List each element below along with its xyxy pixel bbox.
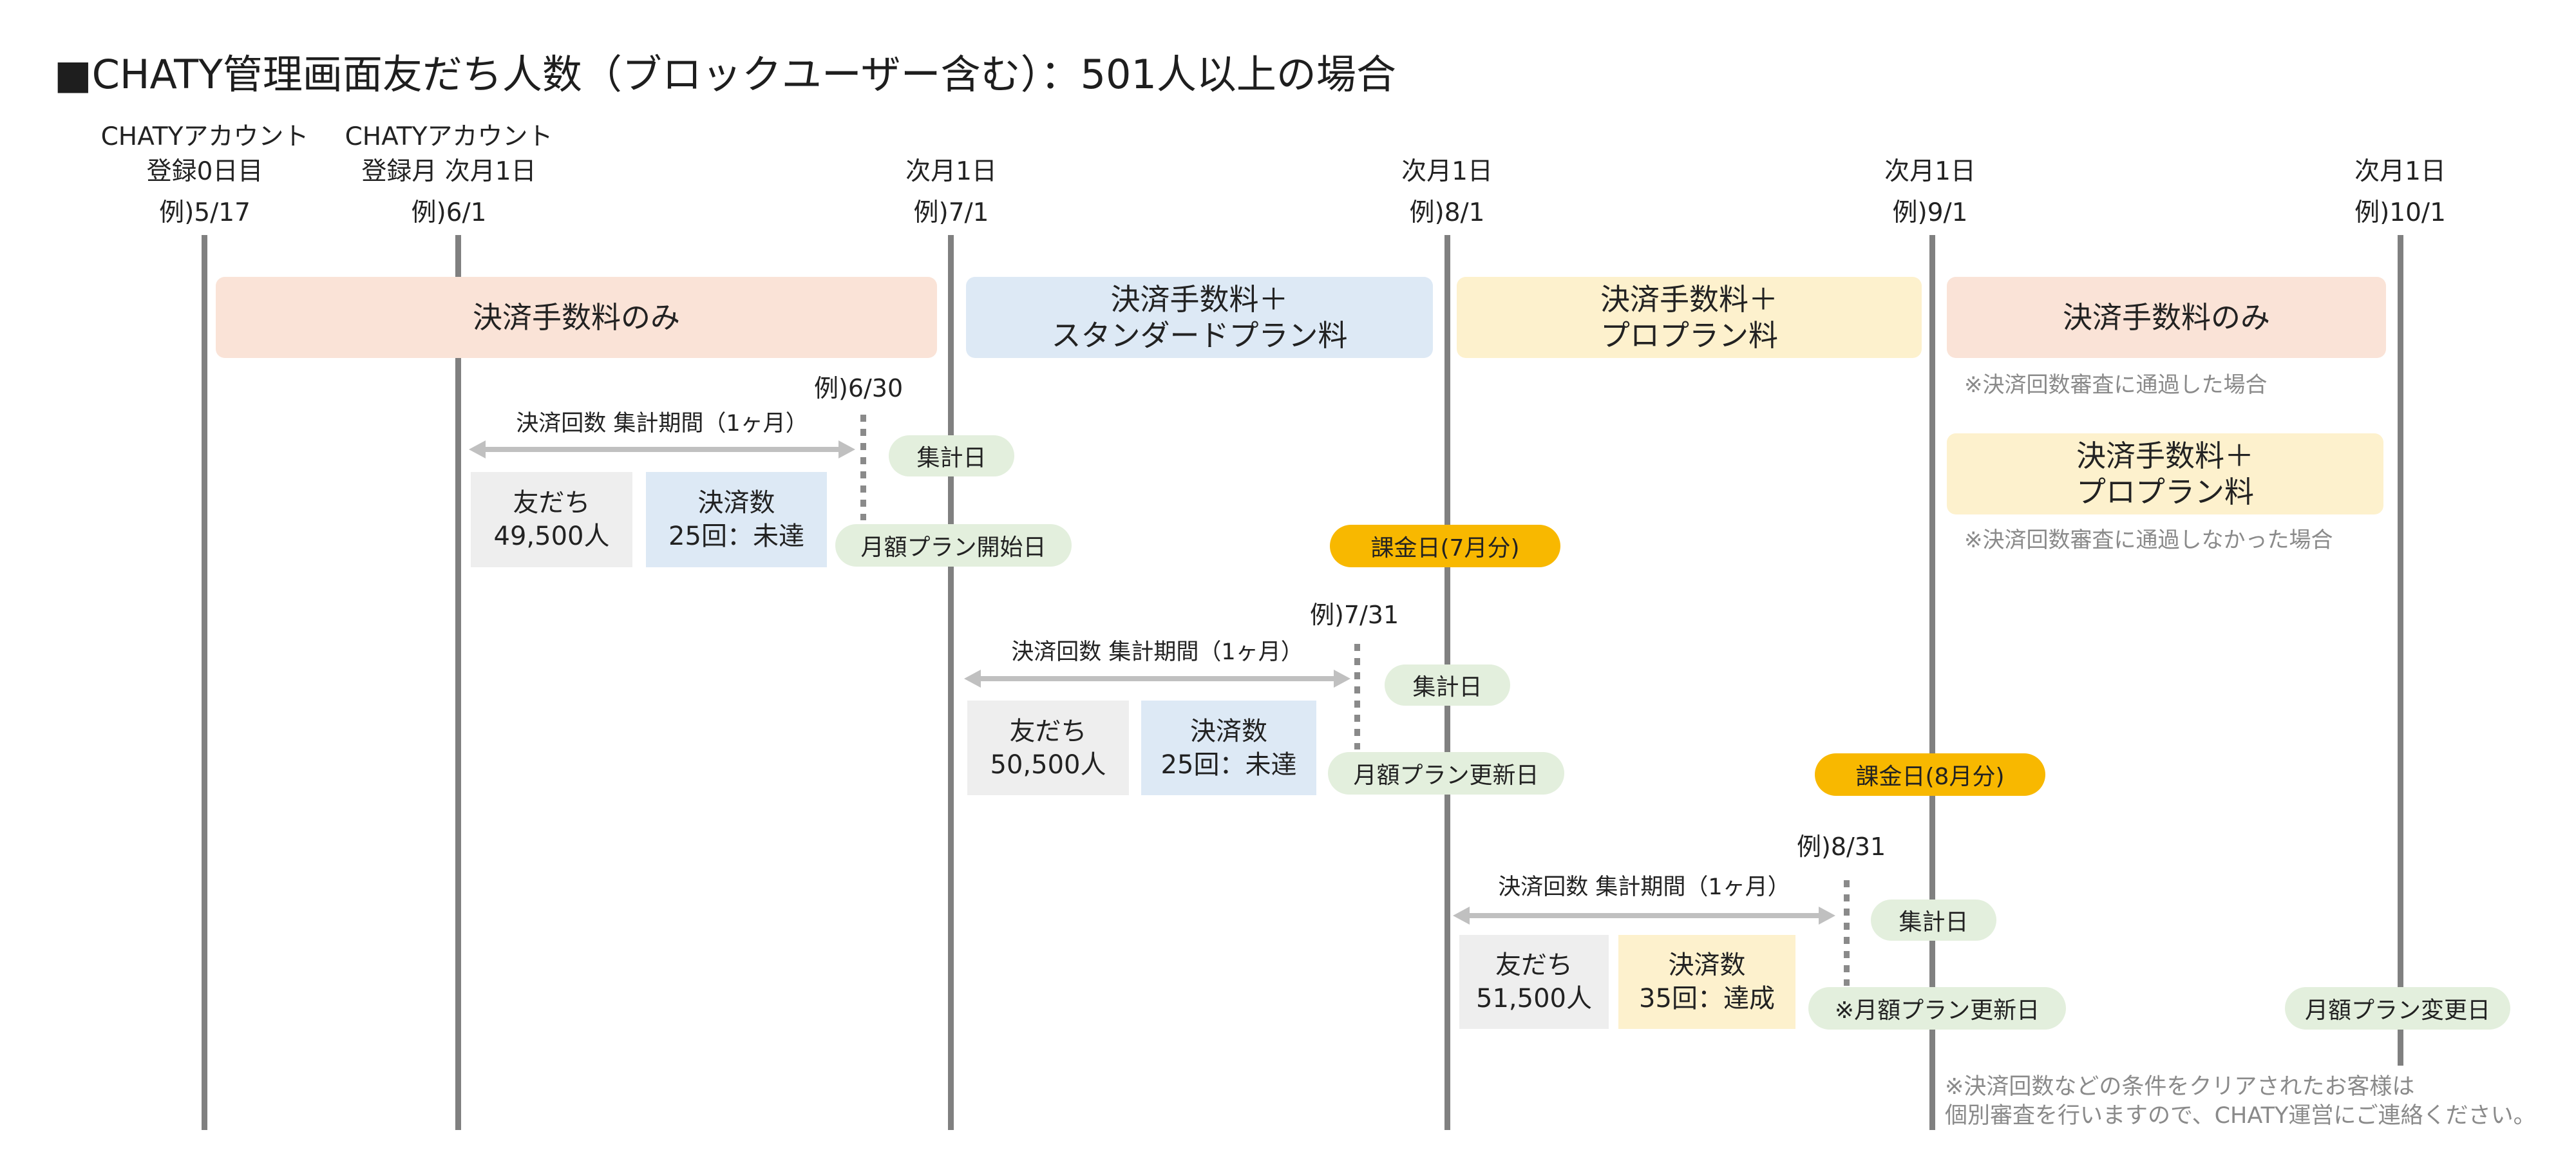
column-header-example: 例)6/1 [411, 198, 487, 227]
tally-day-dots [860, 415, 866, 520]
column-header-line2: 登録月 次月1日 [361, 157, 536, 186]
column-header-example: 例)7/1 [913, 198, 989, 227]
footnote-line1: ※決済回数などの条件をクリアされたお客様は [1945, 1074, 2415, 1100]
period-end-example: 例)8/31 [1797, 833, 1886, 861]
column-header-line1: CHATYアカウント [100, 122, 309, 151]
plan-start-day-pill: 月額プラン開始日 [835, 524, 1072, 567]
column-header-first-month: CHATYアカウント 登録月 次月1日 例)6/1 [320, 120, 578, 231]
footnote-line2: 個別審査を行いますので、CHATY運営にご連絡ください。 [1945, 1103, 2536, 1129]
plan-label: 決済手数料のみ [473, 300, 680, 335]
plan-label-line1: 決済手数料＋ [1600, 282, 1778, 317]
payments-count-box: 決済数 25回：未達 [646, 472, 827, 567]
column-header-line1 [2271, 120, 2529, 155]
column-header-signup-day: CHATYアカウント 登録0日目 例)5/17 [76, 120, 334, 231]
timeline-line-jul [948, 235, 954, 1130]
plan-pro-not-passed: 決済手数料＋ プロプラン料 [1947, 433, 2383, 514]
plan-renewal-day-pill: ※月額プラン更新日 [1808, 987, 2066, 1030]
friends-label: 友だち [1495, 950, 1573, 980]
column-header-example: 例)10/1 [2354, 198, 2446, 227]
friends-label: 友だち [513, 488, 591, 518]
column-header-example: 例)5/17 [159, 198, 251, 227]
column-header-sep: 次月1日 例)9/1 [1801, 120, 2059, 231]
column-header-line1 [822, 120, 1080, 155]
timeline-line-jun [455, 235, 461, 1130]
column-header-line2: 次月1日 [2354, 157, 2446, 186]
period-label: 決済回数 集計期間（1ヶ月） [1011, 639, 1303, 665]
column-header-line2: 次月1日 [905, 157, 997, 186]
column-header-aug: 次月1日 例)8/1 [1318, 120, 1576, 231]
payments-value: 35回：達成 [1639, 984, 1775, 1013]
plan-fee-only-initial: 決済手数料のみ [216, 277, 937, 358]
tally-day-dots [1354, 644, 1360, 749]
column-header-line1 [1801, 120, 2059, 155]
period-arrow [964, 670, 1350, 688]
plan-label-line2: プロプラン料 [2076, 475, 2254, 509]
friends-value: 51,500人 [1476, 984, 1592, 1013]
period-end-example: 例)6/30 [814, 374, 904, 402]
payments-value: 25回：未達 [1160, 749, 1297, 780]
plan-label-line1: 決済手数料＋ [1110, 282, 1289, 317]
plan-renewal-day-pill: 月額プラン更新日 [1328, 752, 1564, 795]
page-title: ■CHATY管理画面友だち人数（ブロックユーザー含む）：501人以上の場合 [54, 51, 1396, 98]
tally-day-pill: 集計日 [889, 435, 1014, 476]
payments-label: 決済数 [1668, 950, 1746, 980]
timeline-line-sep [1929, 235, 1935, 1130]
payments-value: 25回：未達 [668, 522, 804, 551]
friends-value: 50,500人 [990, 749, 1106, 780]
friends-count-box: 友だち 50,500人 [967, 701, 1129, 795]
column-header-line1: CHATYアカウント [345, 122, 553, 151]
friends-count-box: 友だち 51,500人 [1459, 935, 1609, 1029]
column-header-example: 例)9/1 [1892, 198, 1968, 227]
period-label: 決済回数 集計期間（1ヶ月） [1498, 874, 1790, 900]
period-arrow [1453, 907, 1835, 925]
friends-value: 49,500人 [493, 522, 610, 551]
period-label: 決済回数 集計期間（1ヶ月） [516, 411, 808, 437]
plan-label-line2: スタンダードプラン料 [1051, 318, 1348, 353]
column-header-line1 [1318, 120, 1576, 155]
friends-count-box: 友だち 49,500人 [471, 472, 632, 567]
payments-count-box: 決済数 35回：達成 [1618, 935, 1795, 1029]
billing-day-august-pill: 課金日(8月分) [1815, 753, 2045, 796]
plan-change-day-pill: 月額プラン変更日 [2285, 987, 2510, 1030]
tally-day-pill: 集計日 [1385, 664, 1510, 706]
column-header-example: 例)8/1 [1409, 198, 1485, 227]
plan-pro: 決済手数料＋ プロプラン料 [1457, 277, 1922, 358]
payments-label: 決済数 [1190, 716, 1267, 746]
plan-label-line1: 決済手数料＋ [2076, 438, 2254, 473]
plan-fee-only-passed: 決済手数料のみ [1947, 277, 2386, 358]
column-header-line2: 次月1日 [1884, 157, 1976, 186]
period-arrow [469, 440, 855, 458]
billing-day-july-pill: 課金日(7月分) [1330, 525, 1560, 567]
column-header-oct: 次月1日 例)10/1 [2271, 120, 2529, 231]
timeline-line-oct [2398, 235, 2403, 1066]
payments-count-box: 決済数 25回：未達 [1141, 701, 1316, 795]
payments-label: 決済数 [697, 488, 775, 518]
tally-day-dots [1844, 880, 1850, 986]
period-end-example: 例)7/31 [1310, 601, 1399, 629]
tally-day-pill: 集計日 [1871, 900, 1996, 941]
column-header-jul: 次月1日 例)7/1 [822, 120, 1080, 231]
plan-label-line2: プロプラン料 [1600, 318, 1778, 353]
timeline-line-signup [202, 235, 207, 1130]
plan-note-passed: ※決済回数審査に通過した場合 [1964, 372, 2268, 398]
friends-label: 友だち [1009, 716, 1087, 746]
plan-standard: 決済手数料＋ スタンダードプラン料 [966, 277, 1433, 358]
column-header-line2: 次月1日 [1401, 157, 1493, 186]
column-header-line2: 登録0日目 [146, 157, 263, 186]
plan-note-not-passed: ※決済回数審査に通過しなかった場合 [1964, 527, 2333, 553]
plan-label: 決済手数料のみ [2063, 300, 2270, 335]
